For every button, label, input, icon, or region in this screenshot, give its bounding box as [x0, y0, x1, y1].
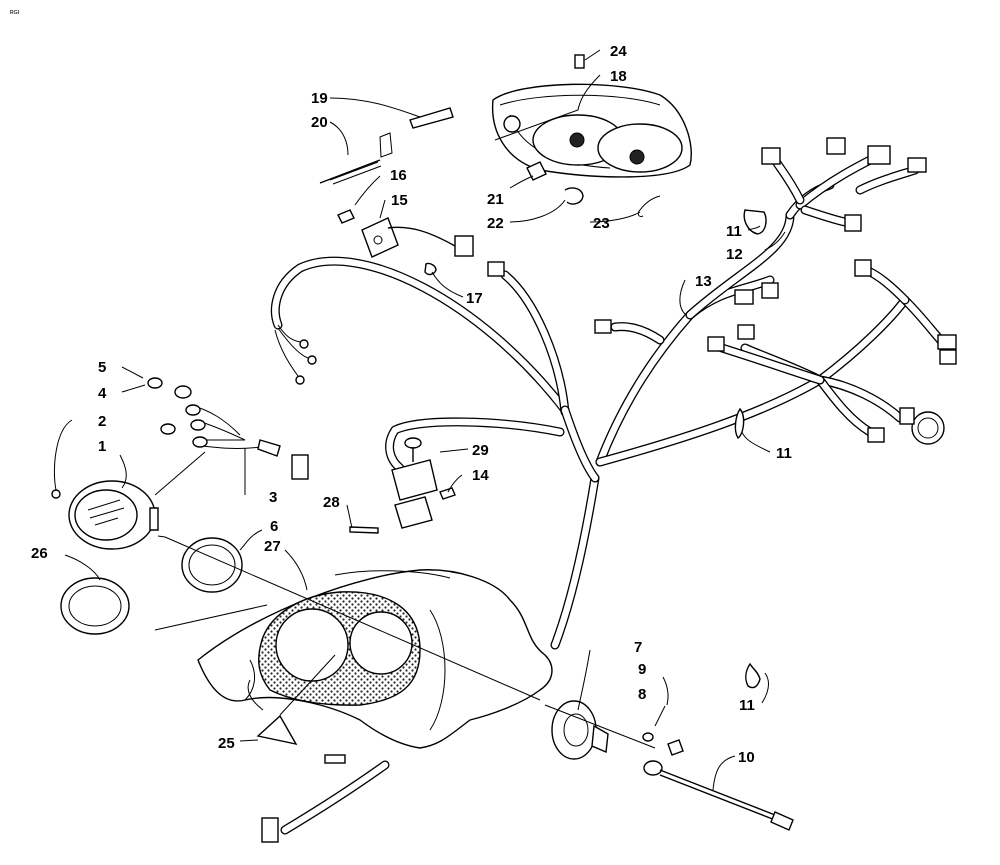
callout-7: 7	[634, 639, 642, 656]
callout-19: 19	[311, 90, 328, 107]
callout-11-bottom: 11	[739, 697, 755, 714]
screw-28	[349, 526, 379, 534]
callout-4: 4	[98, 385, 107, 402]
callout-11-mid: 11	[776, 445, 792, 462]
connectors	[261, 137, 957, 843]
right-harness-branches	[717, 150, 950, 437]
ring-terminals	[274, 324, 317, 385]
callout-3: 3	[269, 489, 277, 506]
callout-13: 13	[695, 273, 712, 290]
callout-29: 29	[472, 442, 489, 459]
switch-assembly	[337, 209, 456, 276]
callout-25: 25	[218, 735, 235, 752]
callout-9: 9	[638, 661, 646, 678]
switch-bracket-parts	[319, 107, 454, 185]
wiring-harness	[270, 210, 825, 835]
callout-27: 27	[264, 538, 281, 555]
callout-24: 24	[610, 43, 627, 60]
callout-17: 17	[466, 290, 483, 307]
headlight-assembly	[491, 54, 692, 217]
dash-panel	[197, 569, 553, 749]
callout-10: 10	[738, 749, 755, 766]
callout-22: 22	[487, 215, 504, 232]
callout-23: 23	[593, 215, 610, 232]
callout-26: 26	[31, 545, 48, 562]
callout-28: 28	[323, 494, 340, 511]
callout-20: 20	[311, 114, 328, 131]
relay-assembly	[391, 437, 456, 529]
callout-12: 12	[726, 246, 743, 263]
callout-16: 16	[390, 167, 407, 184]
callout-11-top: 11	[726, 223, 742, 240]
decal-25	[256, 714, 298, 746]
callout-1: 1	[98, 438, 106, 455]
leader-lines	[53, 49, 786, 791]
callout-2: 2	[98, 413, 106, 430]
callout-15: 15	[391, 192, 408, 209]
callout-18: 18	[610, 68, 627, 85]
callout-5: 5	[98, 359, 106, 376]
corner-mark: ᴿᴳᴵ	[10, 9, 19, 18]
callout-6: 6	[270, 518, 278, 535]
callout-8: 8	[638, 686, 646, 703]
gauge-assembly	[51, 377, 281, 635]
callout-labels: 1 2 3 4 5 6 7 8 9 10 11 11 11 12 13 14 1…	[31, 43, 792, 766]
callout-14: 14	[472, 467, 489, 484]
speedo-drive-assembly	[551, 209, 794, 831]
callout-21: 21	[487, 191, 504, 208]
